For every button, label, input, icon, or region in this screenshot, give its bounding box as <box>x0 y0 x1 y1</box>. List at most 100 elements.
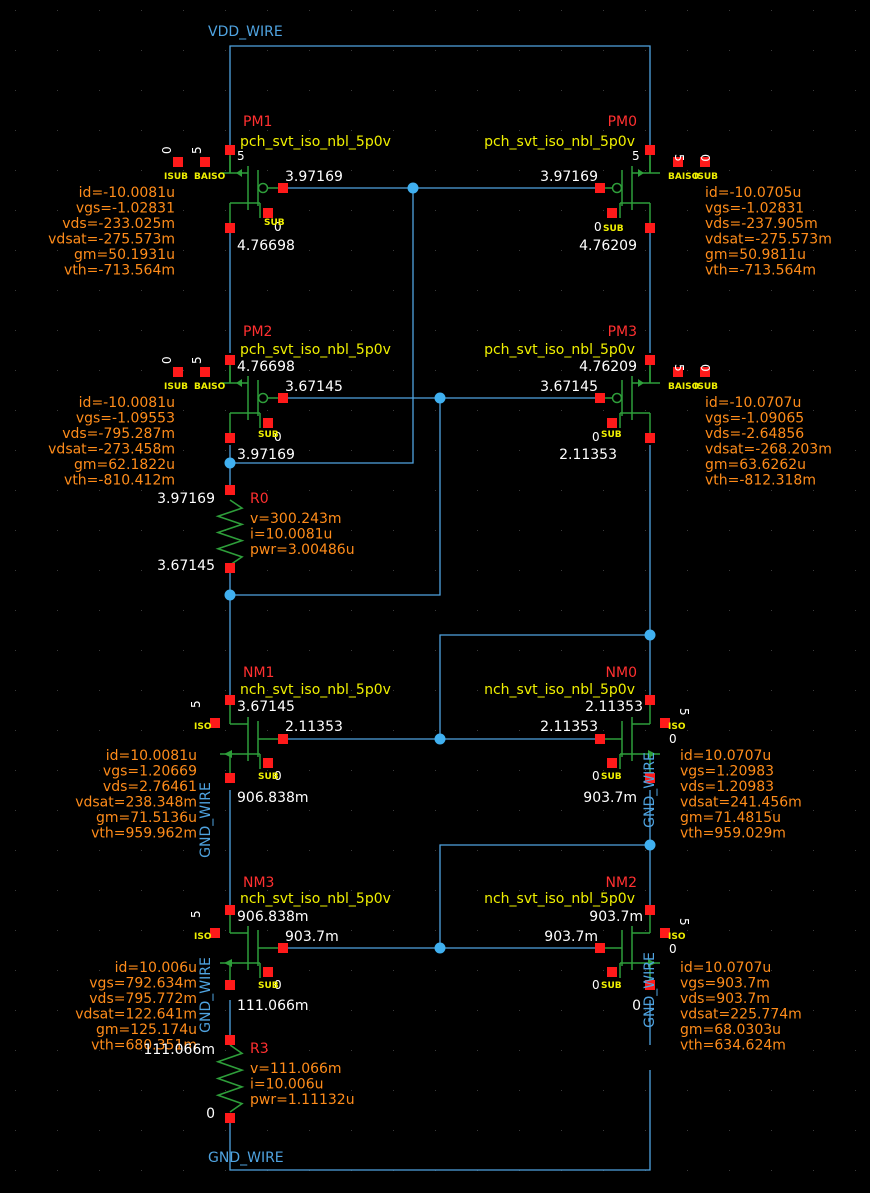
pin-square[interactable] <box>645 905 655 915</box>
grid-dot <box>561 1010 562 1011</box>
pin-square[interactable] <box>263 208 273 218</box>
pin-square[interactable] <box>645 695 655 705</box>
grid-dot <box>645 370 646 371</box>
pin-square[interactable] <box>607 758 617 768</box>
pin-square[interactable] <box>607 967 617 977</box>
grid-dot <box>183 650 184 651</box>
pin-square[interactable] <box>660 718 670 728</box>
pin-square[interactable] <box>225 433 235 443</box>
pin-square[interactable] <box>673 367 683 377</box>
grid-dot <box>855 450 856 451</box>
pin-square[interactable] <box>210 718 220 728</box>
grid-dot <box>99 1130 100 1131</box>
grid-dot <box>393 210 394 211</box>
nm0-source-voltage: 903.7m <box>583 790 637 806</box>
grid-dot <box>57 970 58 971</box>
pin-square[interactable] <box>595 393 605 403</box>
grid-dot <box>603 570 604 571</box>
pin-square[interactable] <box>263 967 273 977</box>
grid-dot <box>435 730 436 731</box>
pm2-sub-text: SUB <box>258 430 279 440</box>
pin-square[interactable] <box>595 183 605 193</box>
grid-dot <box>687 210 688 211</box>
grid-dot <box>477 490 478 491</box>
pin-square[interactable] <box>645 980 655 990</box>
grid-dot <box>267 850 268 851</box>
pm3-param-3: vdsat=-268.203m <box>705 442 832 458</box>
pin-square[interactable] <box>225 355 235 365</box>
grid-dot <box>183 570 184 571</box>
grid-dot <box>57 610 58 611</box>
grid-dot <box>771 10 772 11</box>
grid-dot <box>393 1130 394 1131</box>
pin-square[interactable] <box>645 145 655 155</box>
grid-dot <box>15 970 16 971</box>
grid-dot <box>603 50 604 51</box>
grid-dot <box>393 370 394 371</box>
pin-square[interactable] <box>607 418 617 428</box>
pin-square[interactable] <box>278 183 288 193</box>
nm3-iso-value: 5 <box>189 910 203 918</box>
grid-dot <box>813 1130 814 1131</box>
pin-square[interactable] <box>278 943 288 953</box>
grid-dot <box>141 90 142 91</box>
pin-square[interactable] <box>700 157 710 167</box>
pm1-baiso-text: BAISO <box>194 172 226 182</box>
pin-square[interactable] <box>645 355 655 365</box>
junction-dot <box>644 839 656 851</box>
grid-dot <box>393 410 394 411</box>
pin-square[interactable] <box>278 734 288 744</box>
pin-square[interactable] <box>225 1113 235 1123</box>
pin-square[interactable] <box>263 758 273 768</box>
grid-dot <box>267 330 268 331</box>
pin-square[interactable] <box>645 773 655 783</box>
grid-dot <box>729 330 730 331</box>
grid-dot <box>477 810 478 811</box>
grid-dot <box>99 490 100 491</box>
pin-square[interactable] <box>225 773 235 783</box>
pin-square[interactable] <box>645 223 655 233</box>
grid-dot <box>519 810 520 811</box>
pin-square[interactable] <box>173 367 183 377</box>
pin-square[interactable] <box>200 157 210 167</box>
grid-dot <box>351 290 352 291</box>
pin-square[interactable] <box>210 928 220 938</box>
grid-dot <box>729 370 730 371</box>
pin-square[interactable] <box>673 157 683 167</box>
pm2-param-4: gm=62.1822u <box>74 457 175 473</box>
grid-dot <box>687 250 688 251</box>
grid-dot <box>267 610 268 611</box>
pin-square[interactable] <box>200 367 210 377</box>
pin-square[interactable] <box>278 393 288 403</box>
pin-square[interactable] <box>225 980 235 990</box>
pin-square[interactable] <box>225 905 235 915</box>
pin-square[interactable] <box>263 418 273 428</box>
pin-square[interactable] <box>225 1035 235 1045</box>
grid-dot <box>57 50 58 51</box>
pin-square[interactable] <box>595 734 605 744</box>
grid-dot <box>309 210 310 211</box>
pin-square[interactable] <box>225 223 235 233</box>
grid-dot <box>57 490 58 491</box>
grid-dot <box>351 1010 352 1011</box>
grid-dot <box>855 50 856 51</box>
pin-square[interactable] <box>173 157 183 167</box>
grid-dot <box>267 930 268 931</box>
pin-square[interactable] <box>225 695 235 705</box>
pin-square[interactable] <box>225 485 235 495</box>
pin-square[interactable] <box>225 563 235 573</box>
grid-dot <box>183 890 184 891</box>
grid-dot <box>435 50 436 51</box>
grid-dot <box>855 1090 856 1091</box>
pin-square[interactable] <box>700 367 710 377</box>
pin-square[interactable] <box>645 433 655 443</box>
pin-square[interactable] <box>225 145 235 155</box>
pin-square[interactable] <box>607 208 617 218</box>
pin-square[interactable] <box>660 928 670 938</box>
grid-dot <box>477 330 478 331</box>
pin-square[interactable] <box>595 943 605 953</box>
grid-dot <box>561 690 562 691</box>
nm1-gate-voltage: 2.11353 <box>285 719 343 735</box>
grid-dot <box>351 170 352 171</box>
